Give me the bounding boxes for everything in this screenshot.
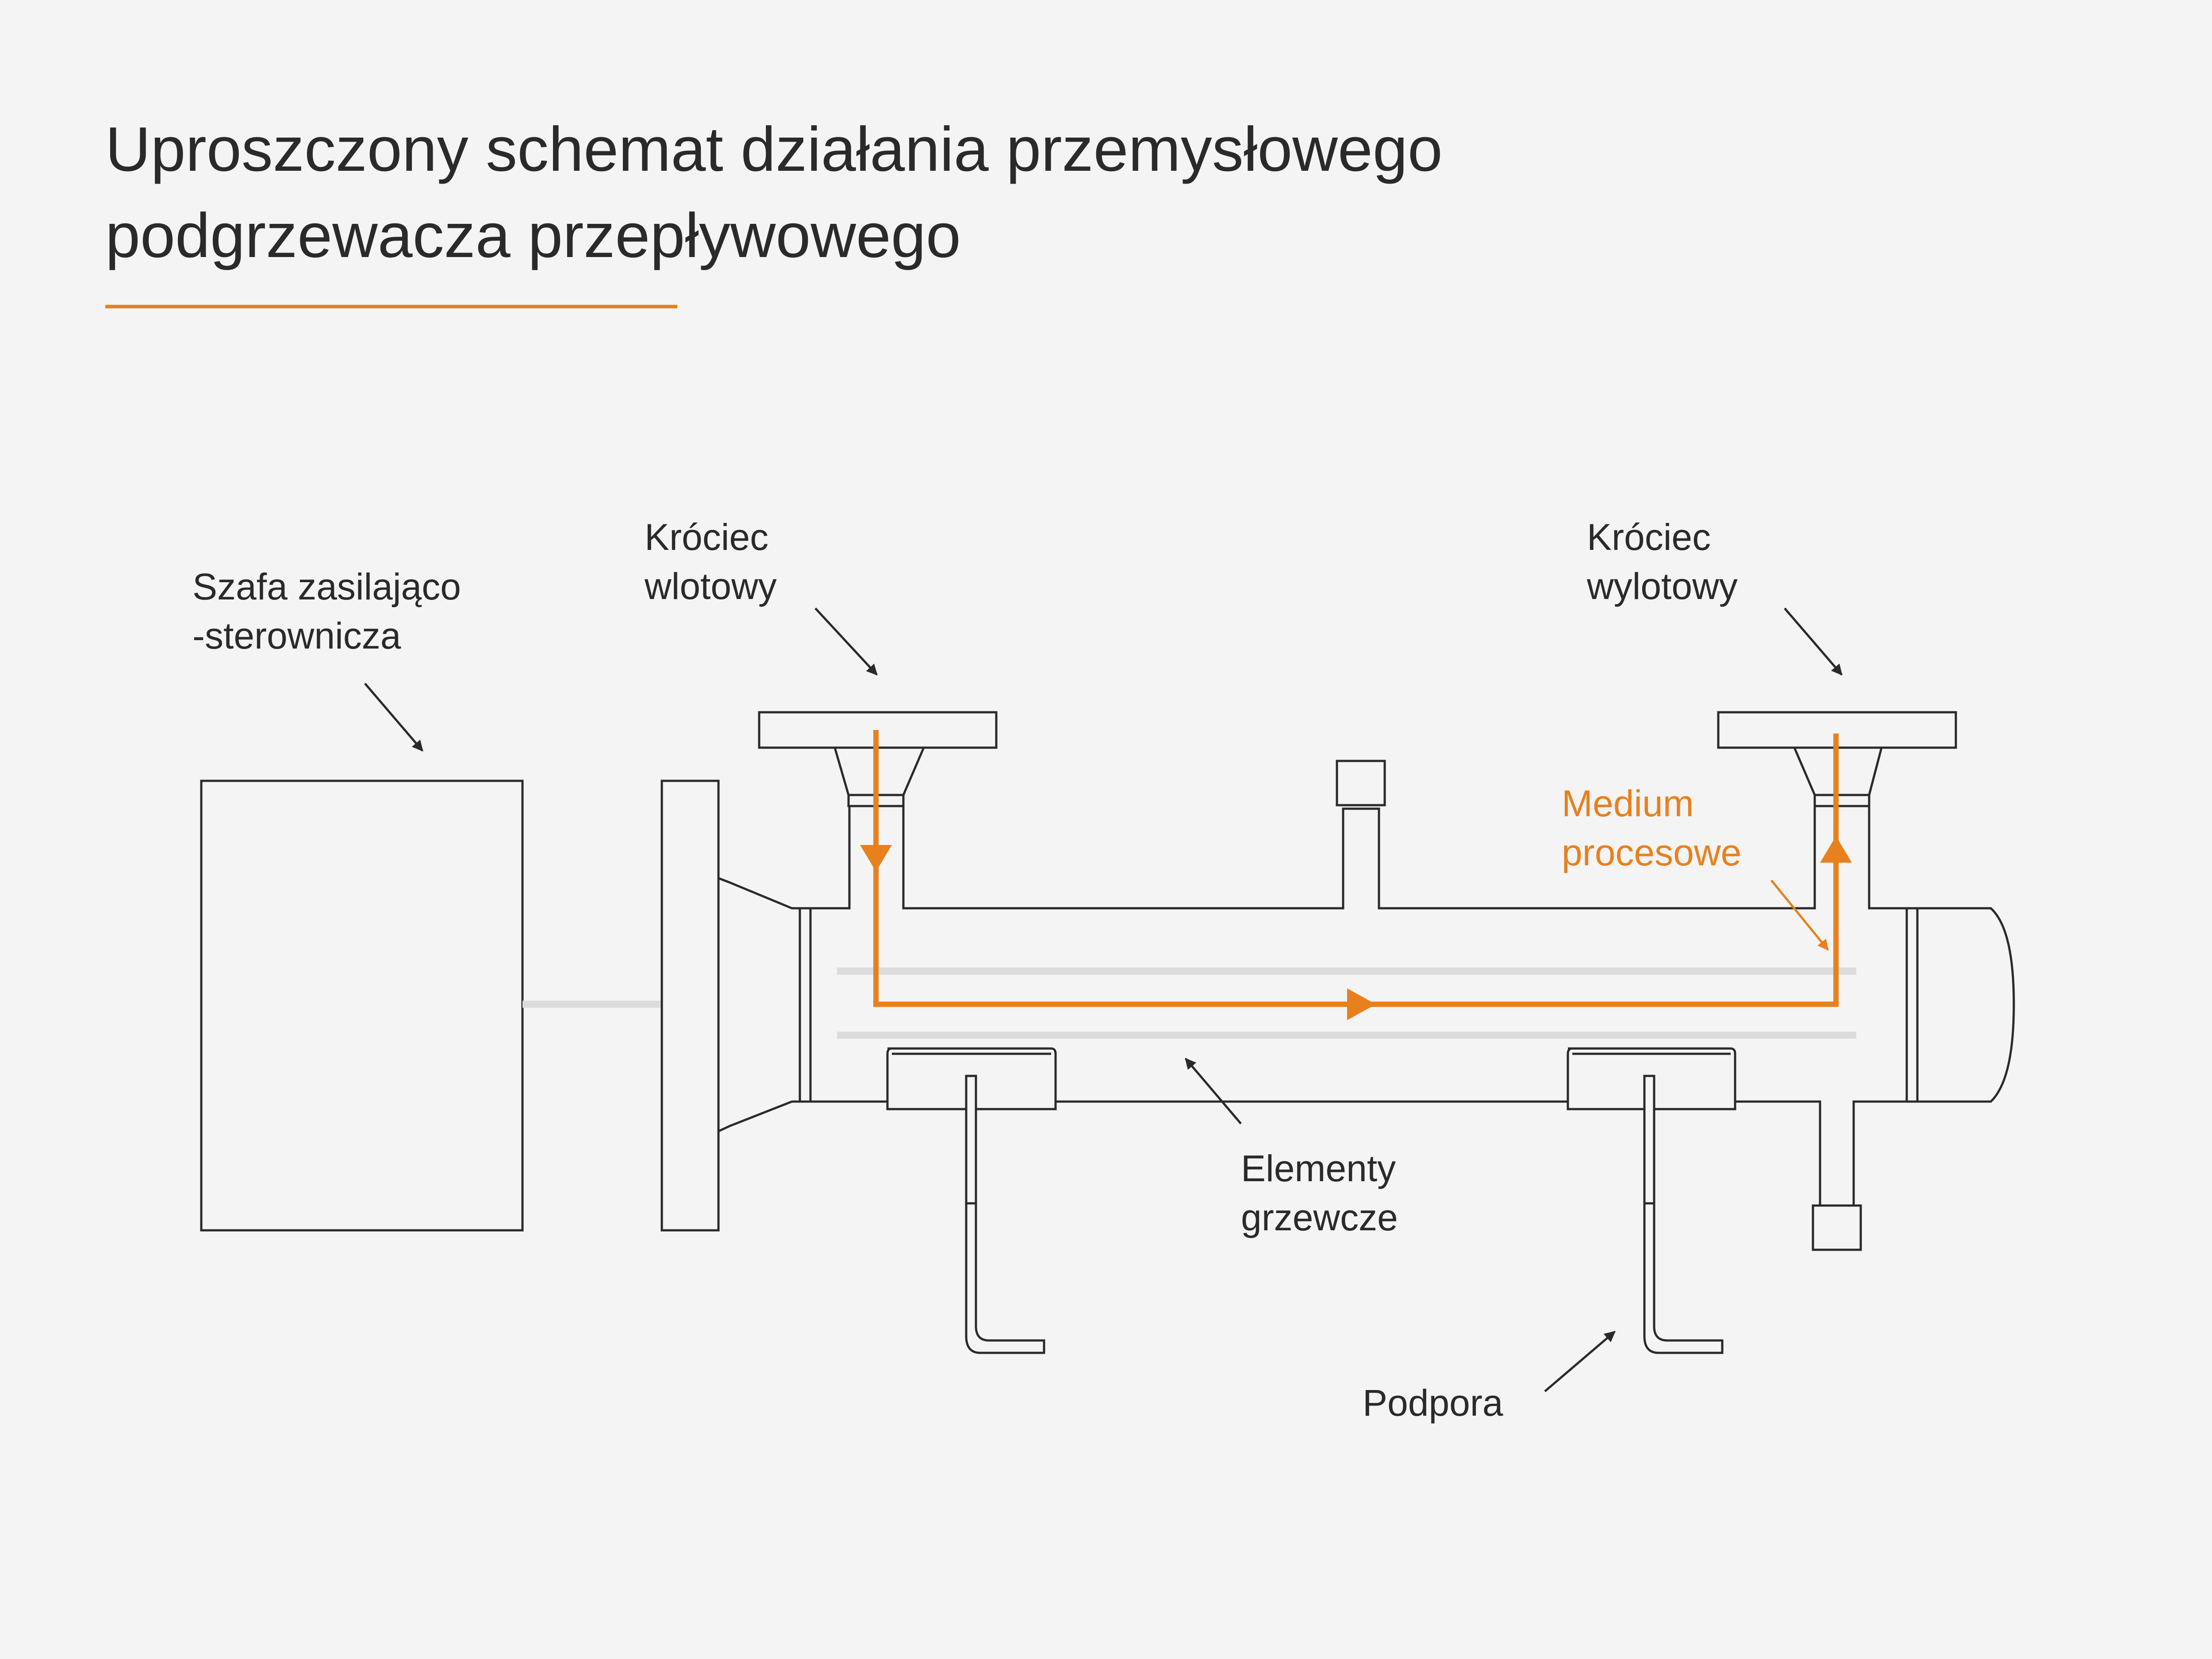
- flow-arrow-inlet: [860, 845, 892, 872]
- label-heating: Elementy grzewcze: [1241, 1148, 1406, 1238]
- main-flange: [661, 780, 720, 1232]
- inlet-cone: [833, 746, 926, 807]
- flow-arrow-outlet: [1820, 836, 1852, 863]
- label-medium: Medium procesowe: [1562, 783, 1741, 873]
- label-cabinet: Szafa zasilająco -sterownicza: [192, 566, 471, 657]
- label-inlet: Króciec wlotowy: [644, 516, 779, 607]
- drain-fitting: [1812, 1204, 1862, 1251]
- label-inlet-line-2: wlotowy: [644, 565, 777, 607]
- title-line-2: podgrzewacza przepływowego: [105, 200, 961, 271]
- label-cabinet-line-1: Szafa zasilająco: [192, 566, 461, 607]
- pointer-support: [1544, 1331, 1616, 1392]
- label-outlet: Króciec wylotowy: [1586, 516, 1738, 607]
- label-outlet-line-2: wylotowy: [1586, 565, 1738, 607]
- label-heating-line-1: Elementy: [1241, 1148, 1396, 1189]
- label-inlet-line-1: Króciec: [645, 516, 768, 558]
- end-cap: [1916, 907, 2015, 1103]
- support-leg-right: [1643, 1075, 1724, 1354]
- label-support: Podpora: [1363, 1382, 1503, 1424]
- flow-arrow-shell: [1347, 988, 1376, 1020]
- pointer-heating: [1185, 1058, 1242, 1125]
- label-heating-line-2: grzewcze: [1241, 1197, 1398, 1238]
- diagram-title: Uproszczony schemat działania przemysłow…: [105, 106, 1786, 279]
- flange-gasket: [799, 907, 812, 1103]
- pointer-inlet: [814, 607, 878, 676]
- label-cabinet-line-2: -sterownicza: [192, 615, 401, 657]
- pointer-medium: [1770, 879, 1829, 951]
- end-cap-gasket: [1905, 907, 1919, 1103]
- label-medium-line-2: procesowe: [1562, 832, 1741, 873]
- control-cabinet: [200, 780, 524, 1232]
- support-leg-left: [965, 1075, 1045, 1354]
- pointer-cabinet: [364, 683, 423, 752]
- pointer-outlet: [1784, 607, 1843, 676]
- label-medium-line-1: Medium: [1562, 783, 1694, 824]
- label-support-line-1: Podpora: [1363, 1382, 1503, 1424]
- title-line-1: Uproszczony schemat działania przemysłow…: [105, 114, 1443, 184]
- title-underline: [105, 305, 677, 308]
- top-fitting: [1336, 760, 1386, 806]
- label-outlet-line-1: Króciec: [1587, 516, 1711, 558]
- flange-transition: [717, 876, 808, 1133]
